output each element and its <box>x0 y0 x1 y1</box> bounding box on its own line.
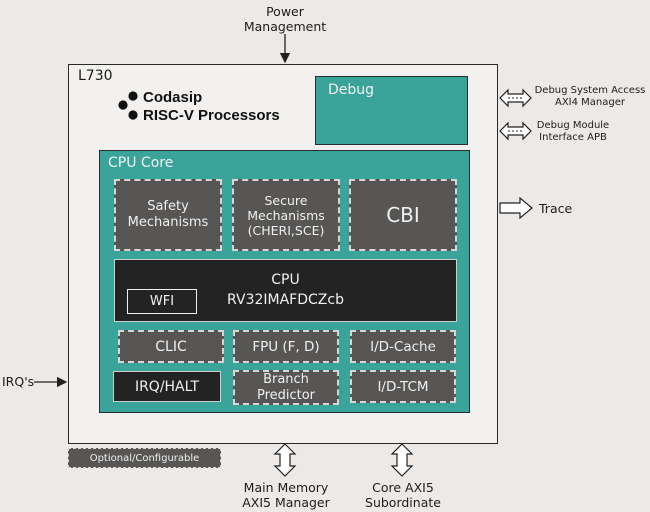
safety-mechanisms-block: Safety Mechanisms <box>114 179 222 251</box>
cpu-isa: RV32IMAFDCZcb <box>227 292 344 308</box>
main-memory-label: Main Memory AXI5 Manager <box>242 480 330 510</box>
cbi-block: CBI <box>349 179 457 251</box>
debug-label: Debug <box>328 82 375 98</box>
cpu-title: CPU <box>271 272 300 288</box>
debug-access-arrow <box>499 88 532 108</box>
cpu-block <box>114 259 457 322</box>
debug-module-interface-label: Debug Module Interface APB <box>536 120 610 143</box>
chip-name: L730 <box>78 68 113 84</box>
secure-mechanisms-block: Secure Mechanisms (CHERI,SCE) <box>232 179 340 251</box>
brand-name: Codasip <box>143 89 203 106</box>
clic-block: CLIC <box>118 330 224 363</box>
core-axi-arrow <box>390 443 414 477</box>
core-axi-label: Core AXI5 Subordinate <box>365 480 441 510</box>
trace-label: Trace <box>539 201 573 216</box>
irqs-label: IRQ's <box>2 374 35 389</box>
icache-block: I/D-Cache <box>350 330 456 363</box>
brand-tagline: RISC-V Processors <box>143 107 280 124</box>
power-management-label: Power Management <box>243 4 327 34</box>
main-memory-arrow <box>273 443 297 477</box>
fpu-block: FPU (F, D) <box>233 330 339 363</box>
optional-configurable-legend: Optional/Configurable <box>68 448 221 468</box>
codasip-logo-icon <box>118 91 138 120</box>
cpu-core-label: CPU Core <box>108 155 174 171</box>
debug-module-arrow <box>499 121 532 141</box>
debug-block <box>315 76 468 145</box>
wfi-block: WFI <box>127 289 197 314</box>
trace-arrow <box>499 196 533 220</box>
branch-predictor-block: Branch Predictor <box>233 370 339 405</box>
irq-halt-block: IRQ/HALT <box>113 371 221 402</box>
debug-system-access-label: Debug System Access AXI4 Manager <box>534 85 646 108</box>
itcm-block: I/D-TCM <box>350 370 456 403</box>
